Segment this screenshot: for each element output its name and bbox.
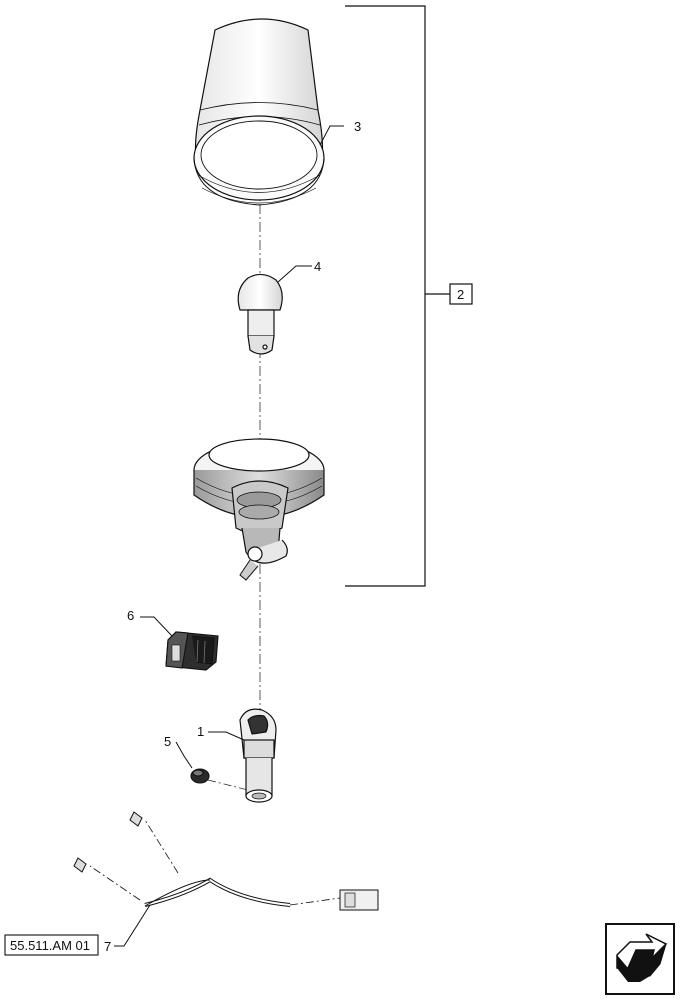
rocker-switch xyxy=(165,631,219,671)
reference-label[interactable]: 55.511.AM 01 xyxy=(10,938,90,953)
grommet-centerline xyxy=(207,779,249,791)
reference-box xyxy=(4,934,99,956)
return-arrow-icon[interactable] xyxy=(605,923,675,995)
callout-2: 2 xyxy=(457,287,464,302)
leader-lines xyxy=(114,125,344,947)
callout-7: 7 xyxy=(104,939,111,954)
callout-1: 1 xyxy=(197,724,204,739)
callout-5: 5 xyxy=(164,734,171,749)
kit-callout-box xyxy=(449,283,473,305)
mounting-pole xyxy=(239,708,277,803)
wire-harness xyxy=(73,811,379,911)
beacon-base xyxy=(193,438,325,581)
lens-dome xyxy=(193,18,325,206)
callout-6: 6 xyxy=(127,608,134,623)
kit-bracket xyxy=(345,5,450,587)
bulb xyxy=(237,273,283,355)
grommet xyxy=(190,768,210,784)
callout-3: 3 xyxy=(354,119,361,134)
callout-4: 4 xyxy=(314,259,321,274)
